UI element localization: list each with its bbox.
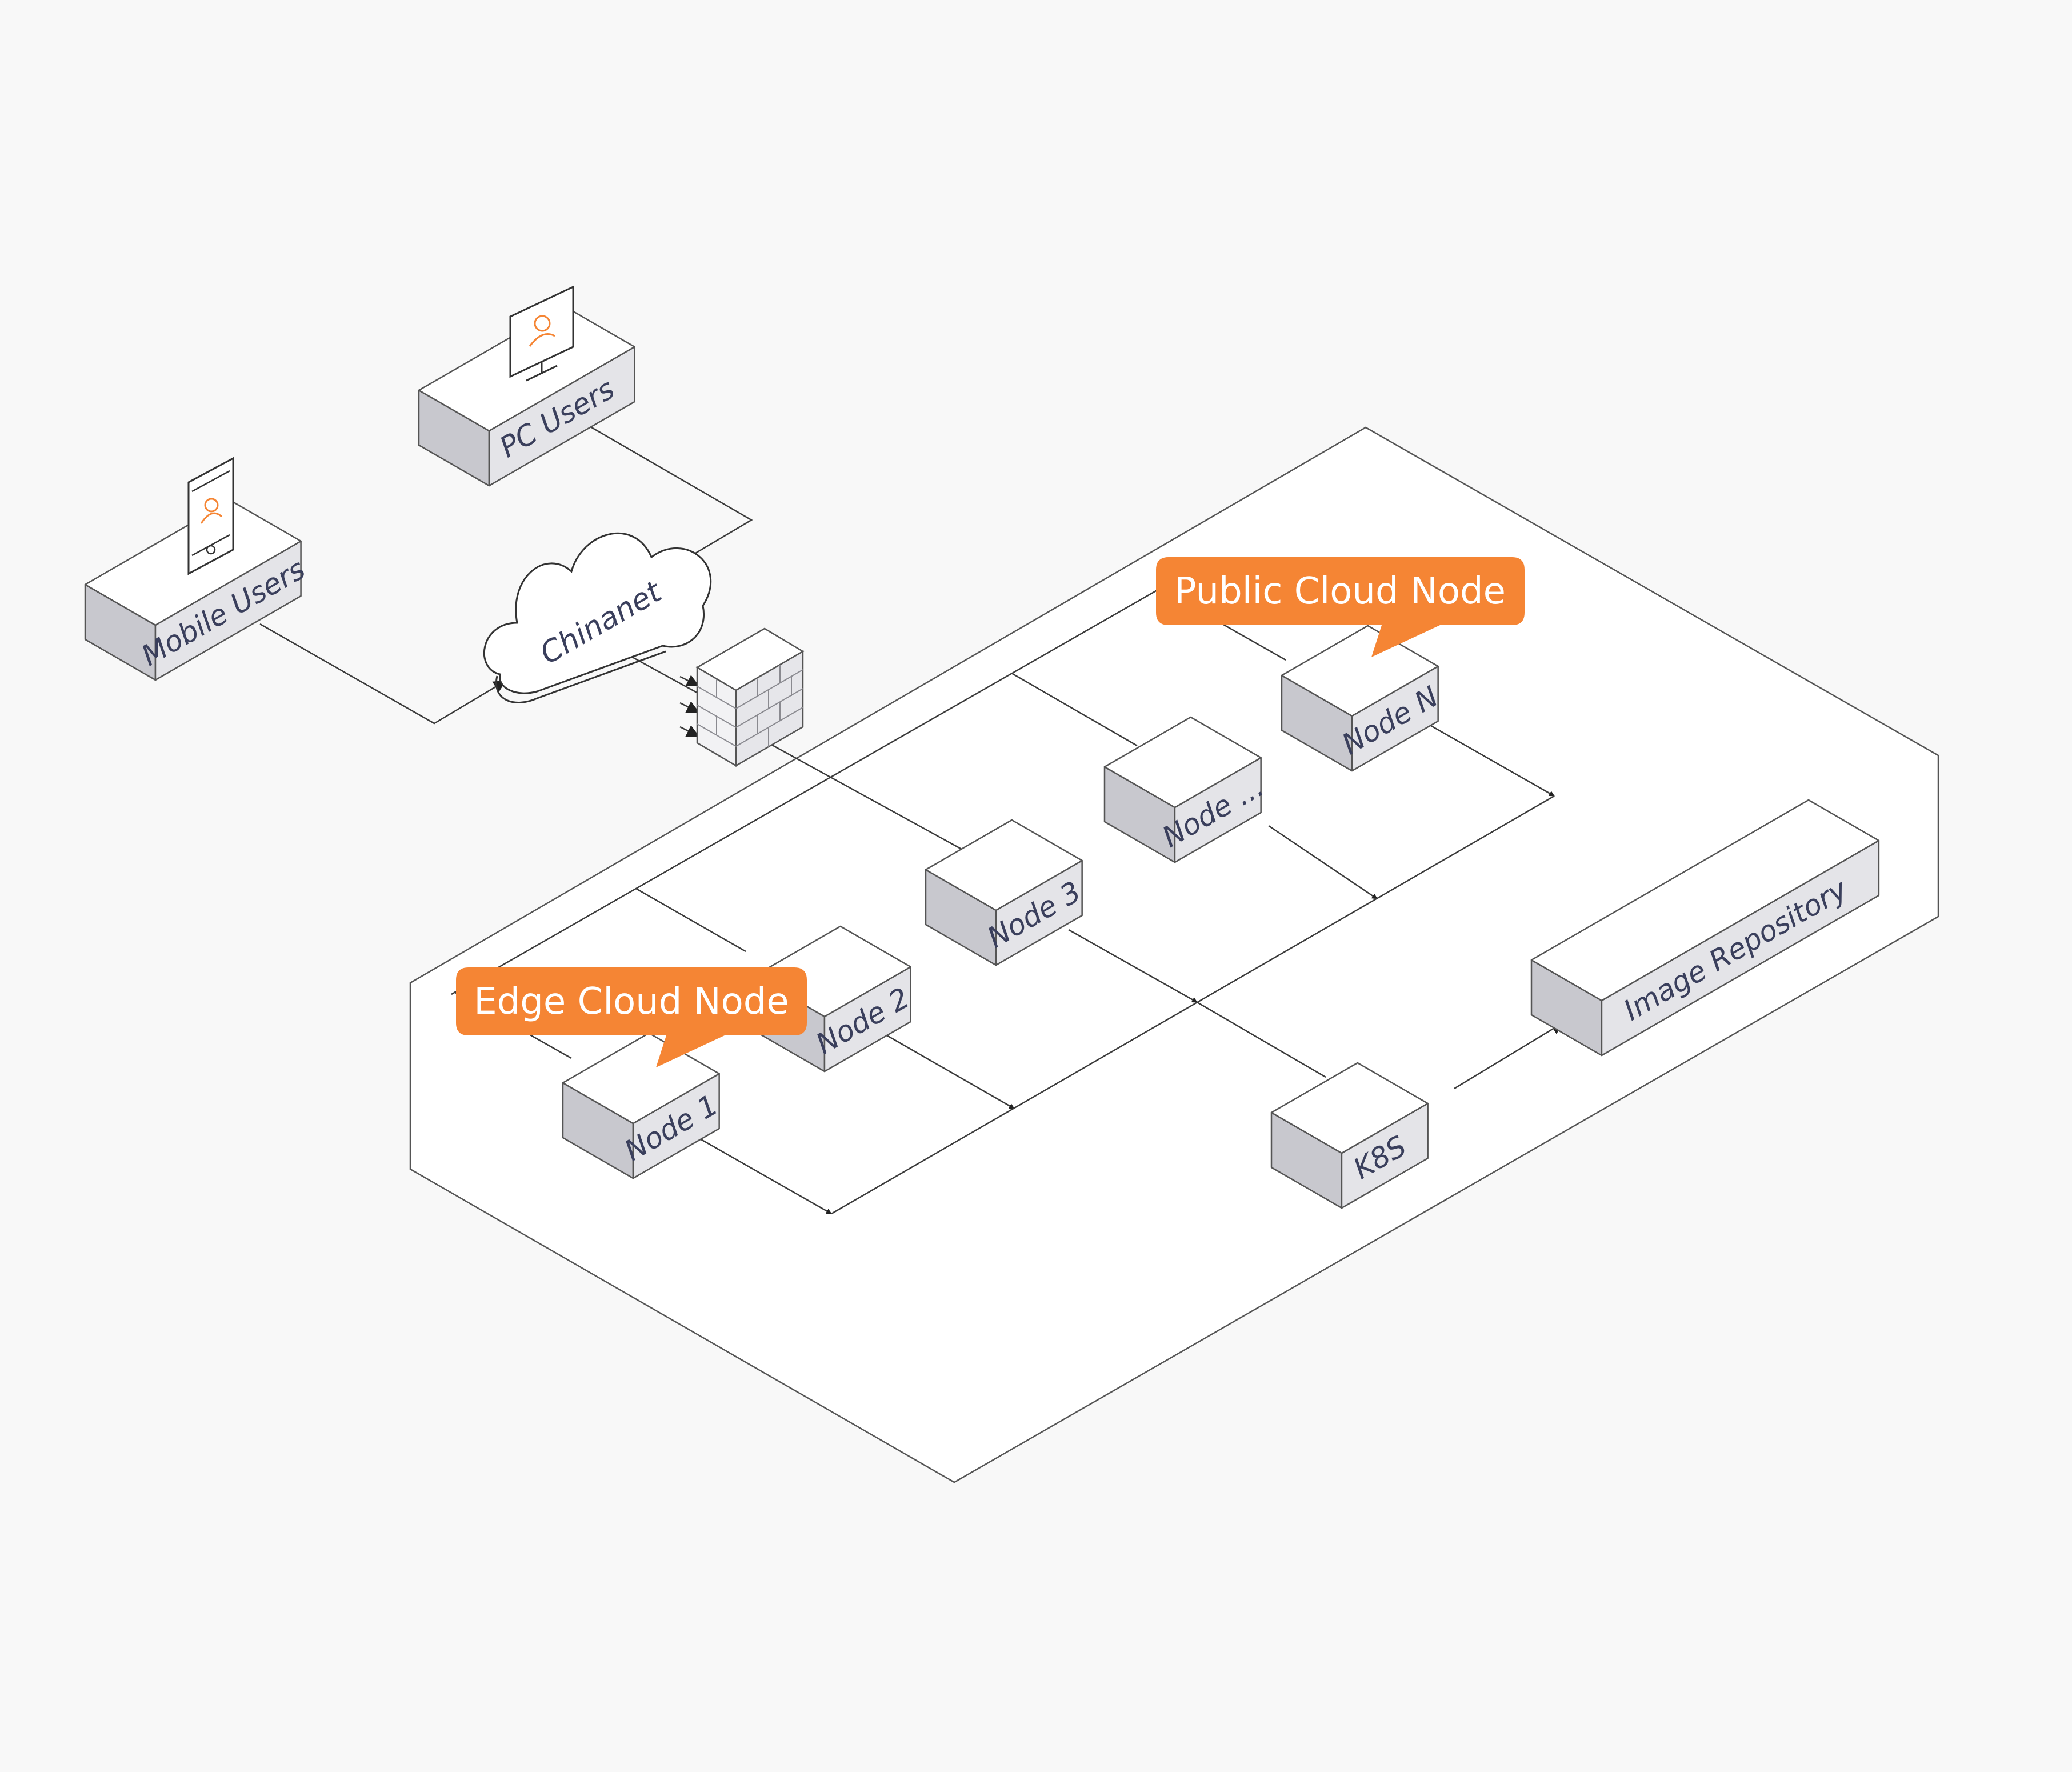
out-node-ellipsis [1268, 825, 1378, 900]
edge-cloud-callout: Edge Cloud Node [456, 967, 807, 1067]
firewall-arrow-1 [679, 675, 699, 687]
out-node-n [1422, 720, 1555, 797]
platform [409, 426, 1939, 1483]
connection-lines [259, 425, 1564, 1215]
out-node-2 [882, 1032, 1015, 1110]
branch-node-ellipsis [1011, 672, 1138, 747]
node-n-box-top-face [1281, 625, 1439, 717]
image-repo-box-top-face [1530, 799, 1880, 1002]
branch-node-3 [762, 739, 966, 853]
firewall-icon [695, 627, 805, 767]
firewall-arrow-2 [679, 701, 699, 713]
node-ellipsis-box-top-face [1103, 716, 1262, 809]
out-node-3 [1068, 929, 1198, 1003]
node-1-box: Node 1 [562, 1032, 723, 1179]
upper-trunk [451, 587, 1161, 995]
link-k8s-repo [1454, 1022, 1564, 1090]
link-mobile-chinanet [259, 623, 506, 725]
public-cloud-label: Public Cloud Node [1174, 570, 1506, 613]
link-pc-chinanet [588, 425, 753, 567]
firewall-arrow-3 [679, 725, 699, 737]
edge-cloud-label: Edge Cloud Node [474, 981, 789, 1023]
cloud-icon: Chinanet [483, 532, 712, 703]
lower-trunk [831, 795, 1555, 1215]
node-3-box: Node 3 [925, 819, 1086, 966]
link-trunk-k8s [1197, 1001, 1326, 1078]
phone-user-icon [187, 457, 234, 575]
monitor-user-icon [509, 285, 574, 382]
public-cloud-callout: Public Cloud Node [1156, 557, 1525, 657]
node-3-box-top-face [925, 819, 1083, 911]
out-node-1 [699, 1138, 832, 1215]
node-n-box: Node N [1281, 625, 1444, 772]
node-ellipsis-box: Node ... [1103, 716, 1269, 863]
k8s-box-top-face [1270, 1062, 1429, 1154]
branch-node-2 [635, 887, 746, 953]
